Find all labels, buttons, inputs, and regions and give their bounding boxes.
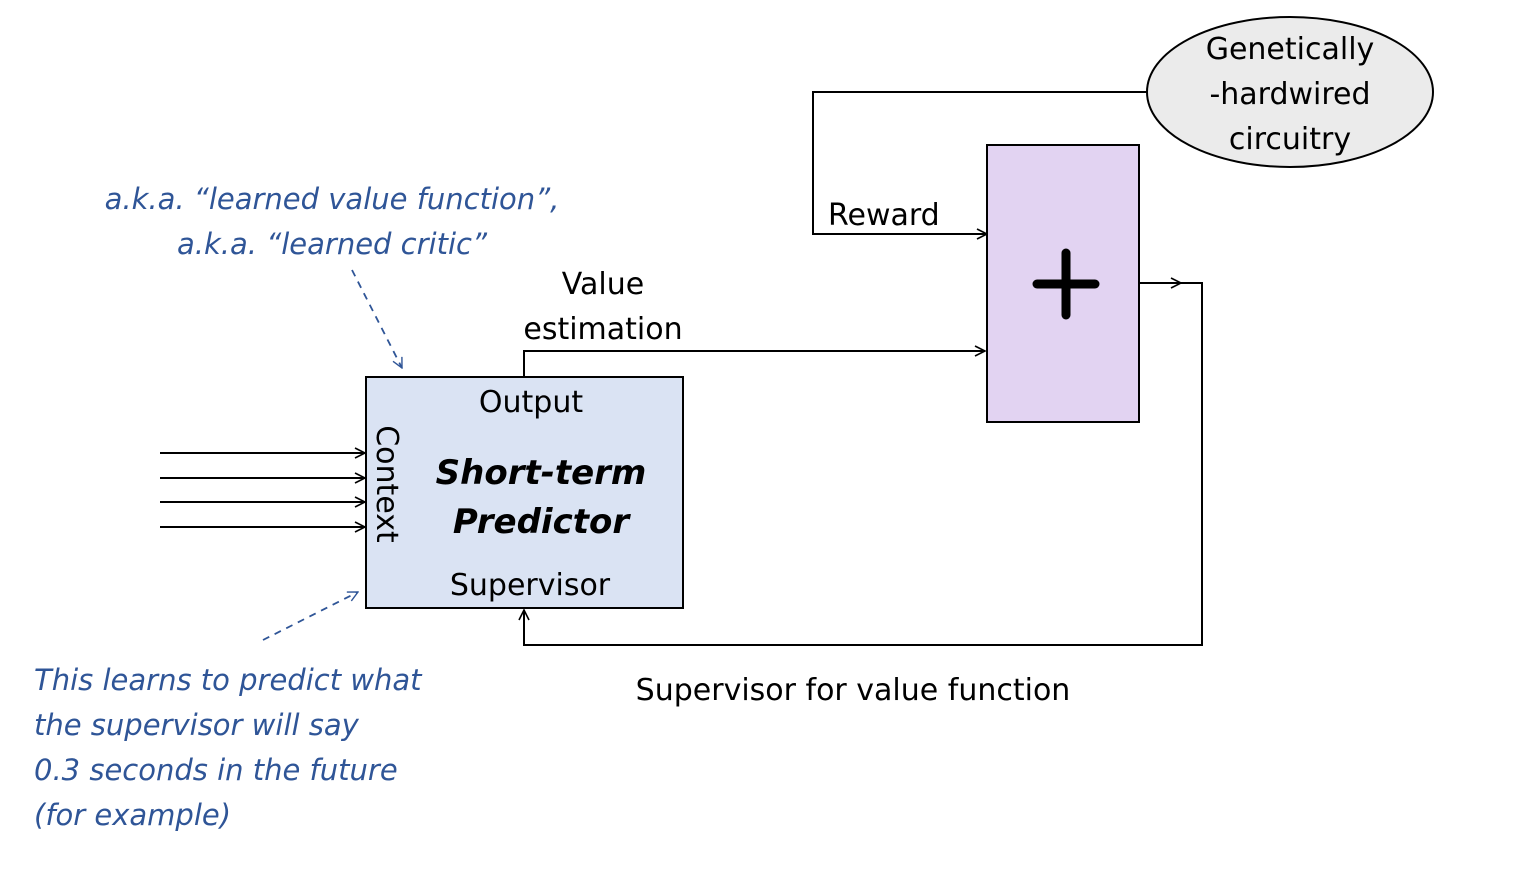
reward-label: Reward (828, 198, 940, 233)
value-estimation-edge: Value estimation (523, 267, 985, 377)
aka-note-line1: a.k.a. “learned value function”, (105, 182, 560, 216)
reward-arrow (812, 91, 1148, 234)
plus-icon (1032, 248, 1100, 320)
supervisor-feedback-edge: Supervisor for value function (524, 282, 1203, 708)
predictor-rect (365, 376, 684, 609)
predictor-title-line2: Predictor (453, 502, 631, 542)
reward-edge: Reward (812, 91, 1148, 234)
aka-dashed-arrow (351, 269, 403, 368)
learns-annotation: This learns to predict what the supervis… (34, 591, 423, 832)
predictor-title-line1: Short-term (436, 453, 647, 493)
predictor-output-label: Output (479, 385, 583, 420)
learns-note-line2: the supervisor will say (34, 708, 360, 742)
value-estimation-label-line2: estimation (523, 312, 682, 347)
learns-dashed-arrow (262, 591, 358, 641)
value-estimation-arrow (523, 351, 985, 377)
genetic-label-line1: Genetically (1206, 32, 1375, 67)
genetic-circuitry-node: Genetically -hardwired circuitry (1146, 16, 1434, 168)
aka-note-line2: a.k.a. “learned critic” (177, 227, 488, 261)
genetic-ellipse (1146, 16, 1434, 168)
supervisor-feedback-arrow (524, 282, 1203, 646)
aka-annotation: a.k.a. “learned value function”, a.k.a. … (105, 182, 560, 368)
supervisor-for-value-label: Supervisor for value function (636, 673, 1071, 708)
short-term-predictor-box: Output Short-term Predictor Supervisor C… (365, 376, 684, 609)
learns-note-line3: 0.3 seconds in the future (34, 753, 398, 787)
genetic-label-line3: circuitry (1229, 122, 1351, 157)
genetic-label-line2: -hardwired (1209, 77, 1370, 112)
adder-box (986, 144, 1140, 423)
learns-note-line4: (for example) (34, 798, 231, 832)
value-estimation-label-line1: Value (562, 267, 644, 302)
learns-note-line1: This learns to predict what (34, 663, 423, 697)
predictor-supervisor-label: Supervisor (450, 568, 611, 603)
predictor-context-label: Context (369, 425, 404, 543)
context-input-arrows (160, 453, 365, 527)
